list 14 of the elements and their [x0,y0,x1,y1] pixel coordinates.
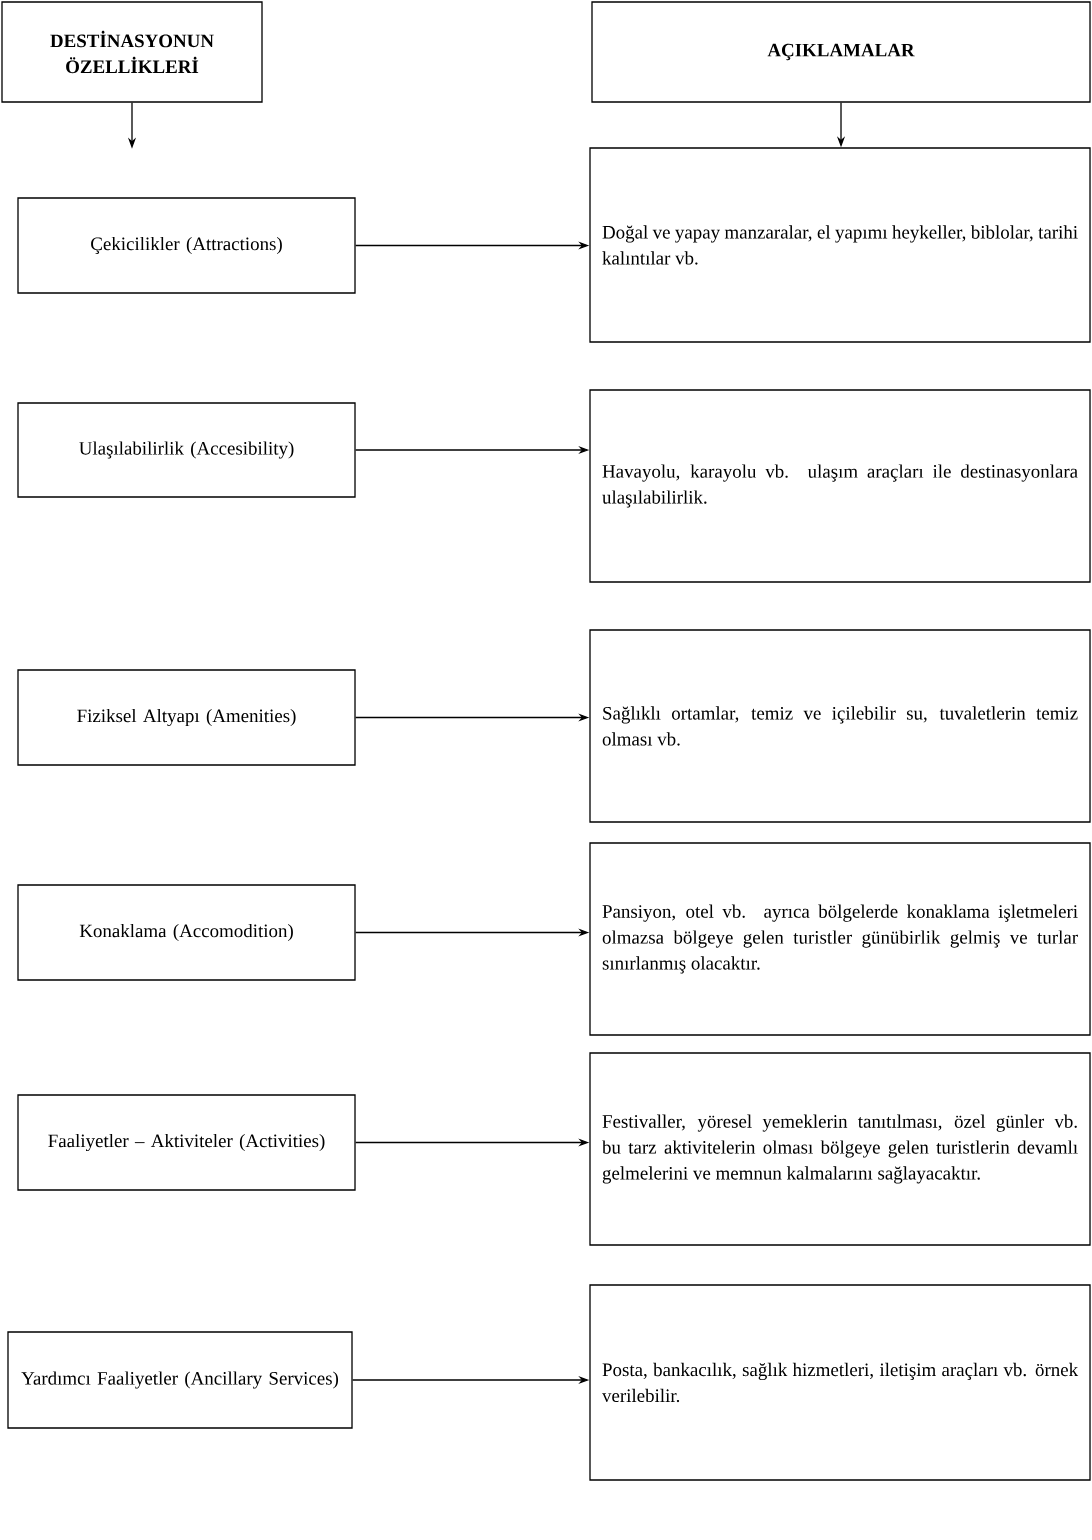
description-box: Sağlıklı ortamlar, temiz ve içilebilir su, tuvaletlerin temiz olması vb. [589,629,1091,823]
header-box: DESTİNASYONUN ÖZELLİKLERİ [1,1,263,103]
description-box: Doğal ve yapay manzaralar, el yapımı heykeller, biblolar, tarihi kalıntılar vb. [589,147,1091,343]
description-box: Festivaller, yöresel yemeklerin tanıtılması, özel günler vb. bu tarz aktivitelerin olması bölgeye gelen turistlerin devamlı gelmelerini ve memnun kalmalarını sağlayacaktır. [589,1052,1091,1246]
feature-box: Fiziksel Altyapı (Amenities) [17,669,356,766]
header-box: AÇIKLAMALAR [591,1,1091,103]
feature-box: Faaliyetler – Aktiviteler (Activities) [17,1094,356,1191]
feature-box: Yardımcı Faaliyetler (Ancillary Services) [7,1331,353,1429]
feature-box: Çekicilikler (Attractions) [17,197,356,294]
feature-box: Ulaşılabilirlik (Accesibility) [17,402,356,498]
description-box: Havayolu, karayolu vb. ulaşım araçları ile destinasyonlara ulaşılabilirlik. [589,389,1091,583]
description-box: Pansiyon, otel vb. ayrıca bölgelerde konaklama işletmeleri olmazsa bölgeye gelen turistler günübirlik gelmiş ve turlar sınırlanmış olacaktır. [589,842,1091,1036]
description-box: Posta, bankacılık, sağlık hizmetleri, iletişim araçları vb. örnek verilebilir. [589,1284,1091,1481]
feature-box: Konaklama (Accomodition) [17,884,356,981]
